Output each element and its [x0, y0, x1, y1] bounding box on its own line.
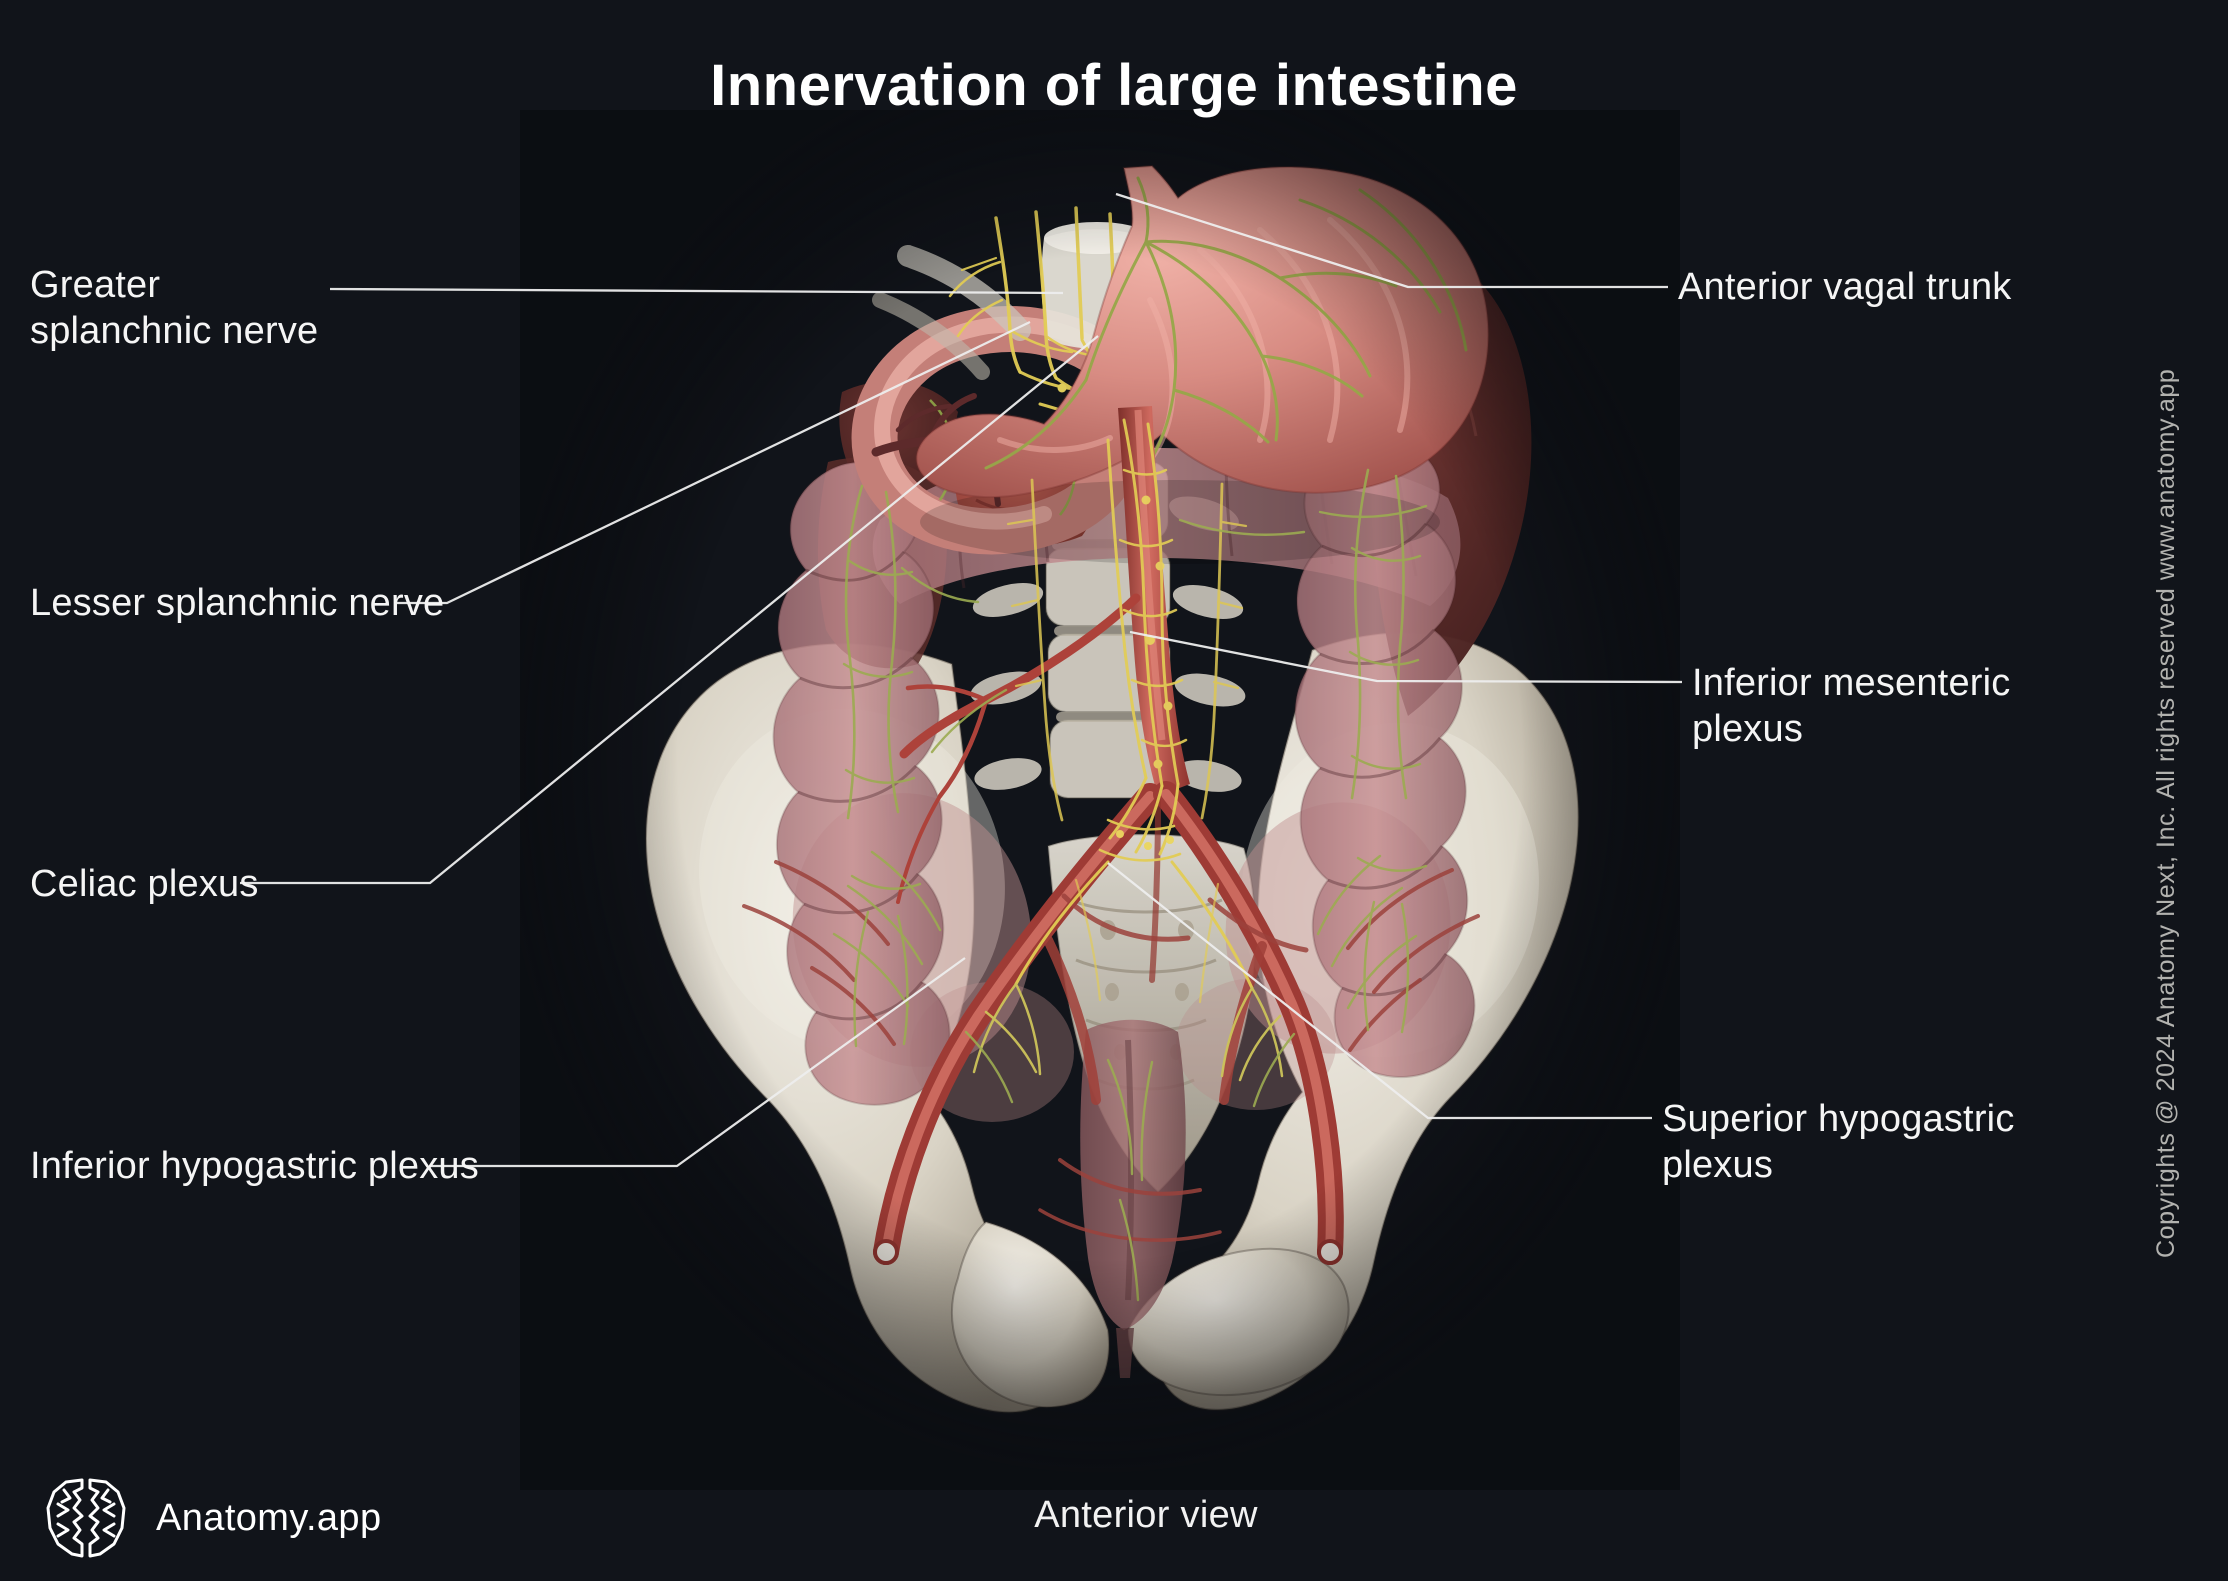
leader-lesser-splanchnic-nerve [395, 320, 1031, 605]
label-anterior-vagal-trunk: Anterior vagal trunk [1678, 266, 2012, 308]
copyright-text: Copyrights @ 2024 Anatomy Next, Inc. All… [2152, 368, 2180, 1258]
brand-lockup: Anatomy.app [40, 1474, 382, 1562]
brand-name: Anatomy.app [156, 1496, 382, 1539]
label-inferior-mesenteric-plexus: Inferior mesenteric plexus [1692, 662, 2011, 750]
leader-inferior-hypogastric-plexus [430, 957, 966, 1168]
view-label: Anterior view [1034, 1494, 1258, 1536]
leader-superior-hypogastric-plexus [1107, 862, 1652, 1120]
label-greater-splanchnic-nerve: Greater splanchnic nerve [30, 264, 319, 352]
label-lesser-splanchnic-nerve: Lesser splanchnic nerve [30, 582, 445, 624]
brain-logo-icon [46, 1478, 126, 1558]
leader-greater-splanchnic-nerve [329, 287, 1064, 295]
leader-celiac-plexus [240, 335, 1099, 885]
label-superior-hypogastric-plexus: Superior hypogastric plexus [1662, 1098, 2015, 1186]
leader-inferior-mesenteric-plexus [1129, 630, 1683, 684]
leader-anterior-vagal-trunk [1115, 192, 1668, 289]
label-inferior-hypogastric-plexus: Inferior hypogastric plexus [30, 1145, 479, 1187]
label-celiac-plexus: Celiac plexus [30, 863, 259, 905]
leader-lines [240, 192, 1683, 1168]
scene-vignette [520, 110, 1680, 1490]
page-title: Innervation of large intestine [710, 53, 1518, 118]
